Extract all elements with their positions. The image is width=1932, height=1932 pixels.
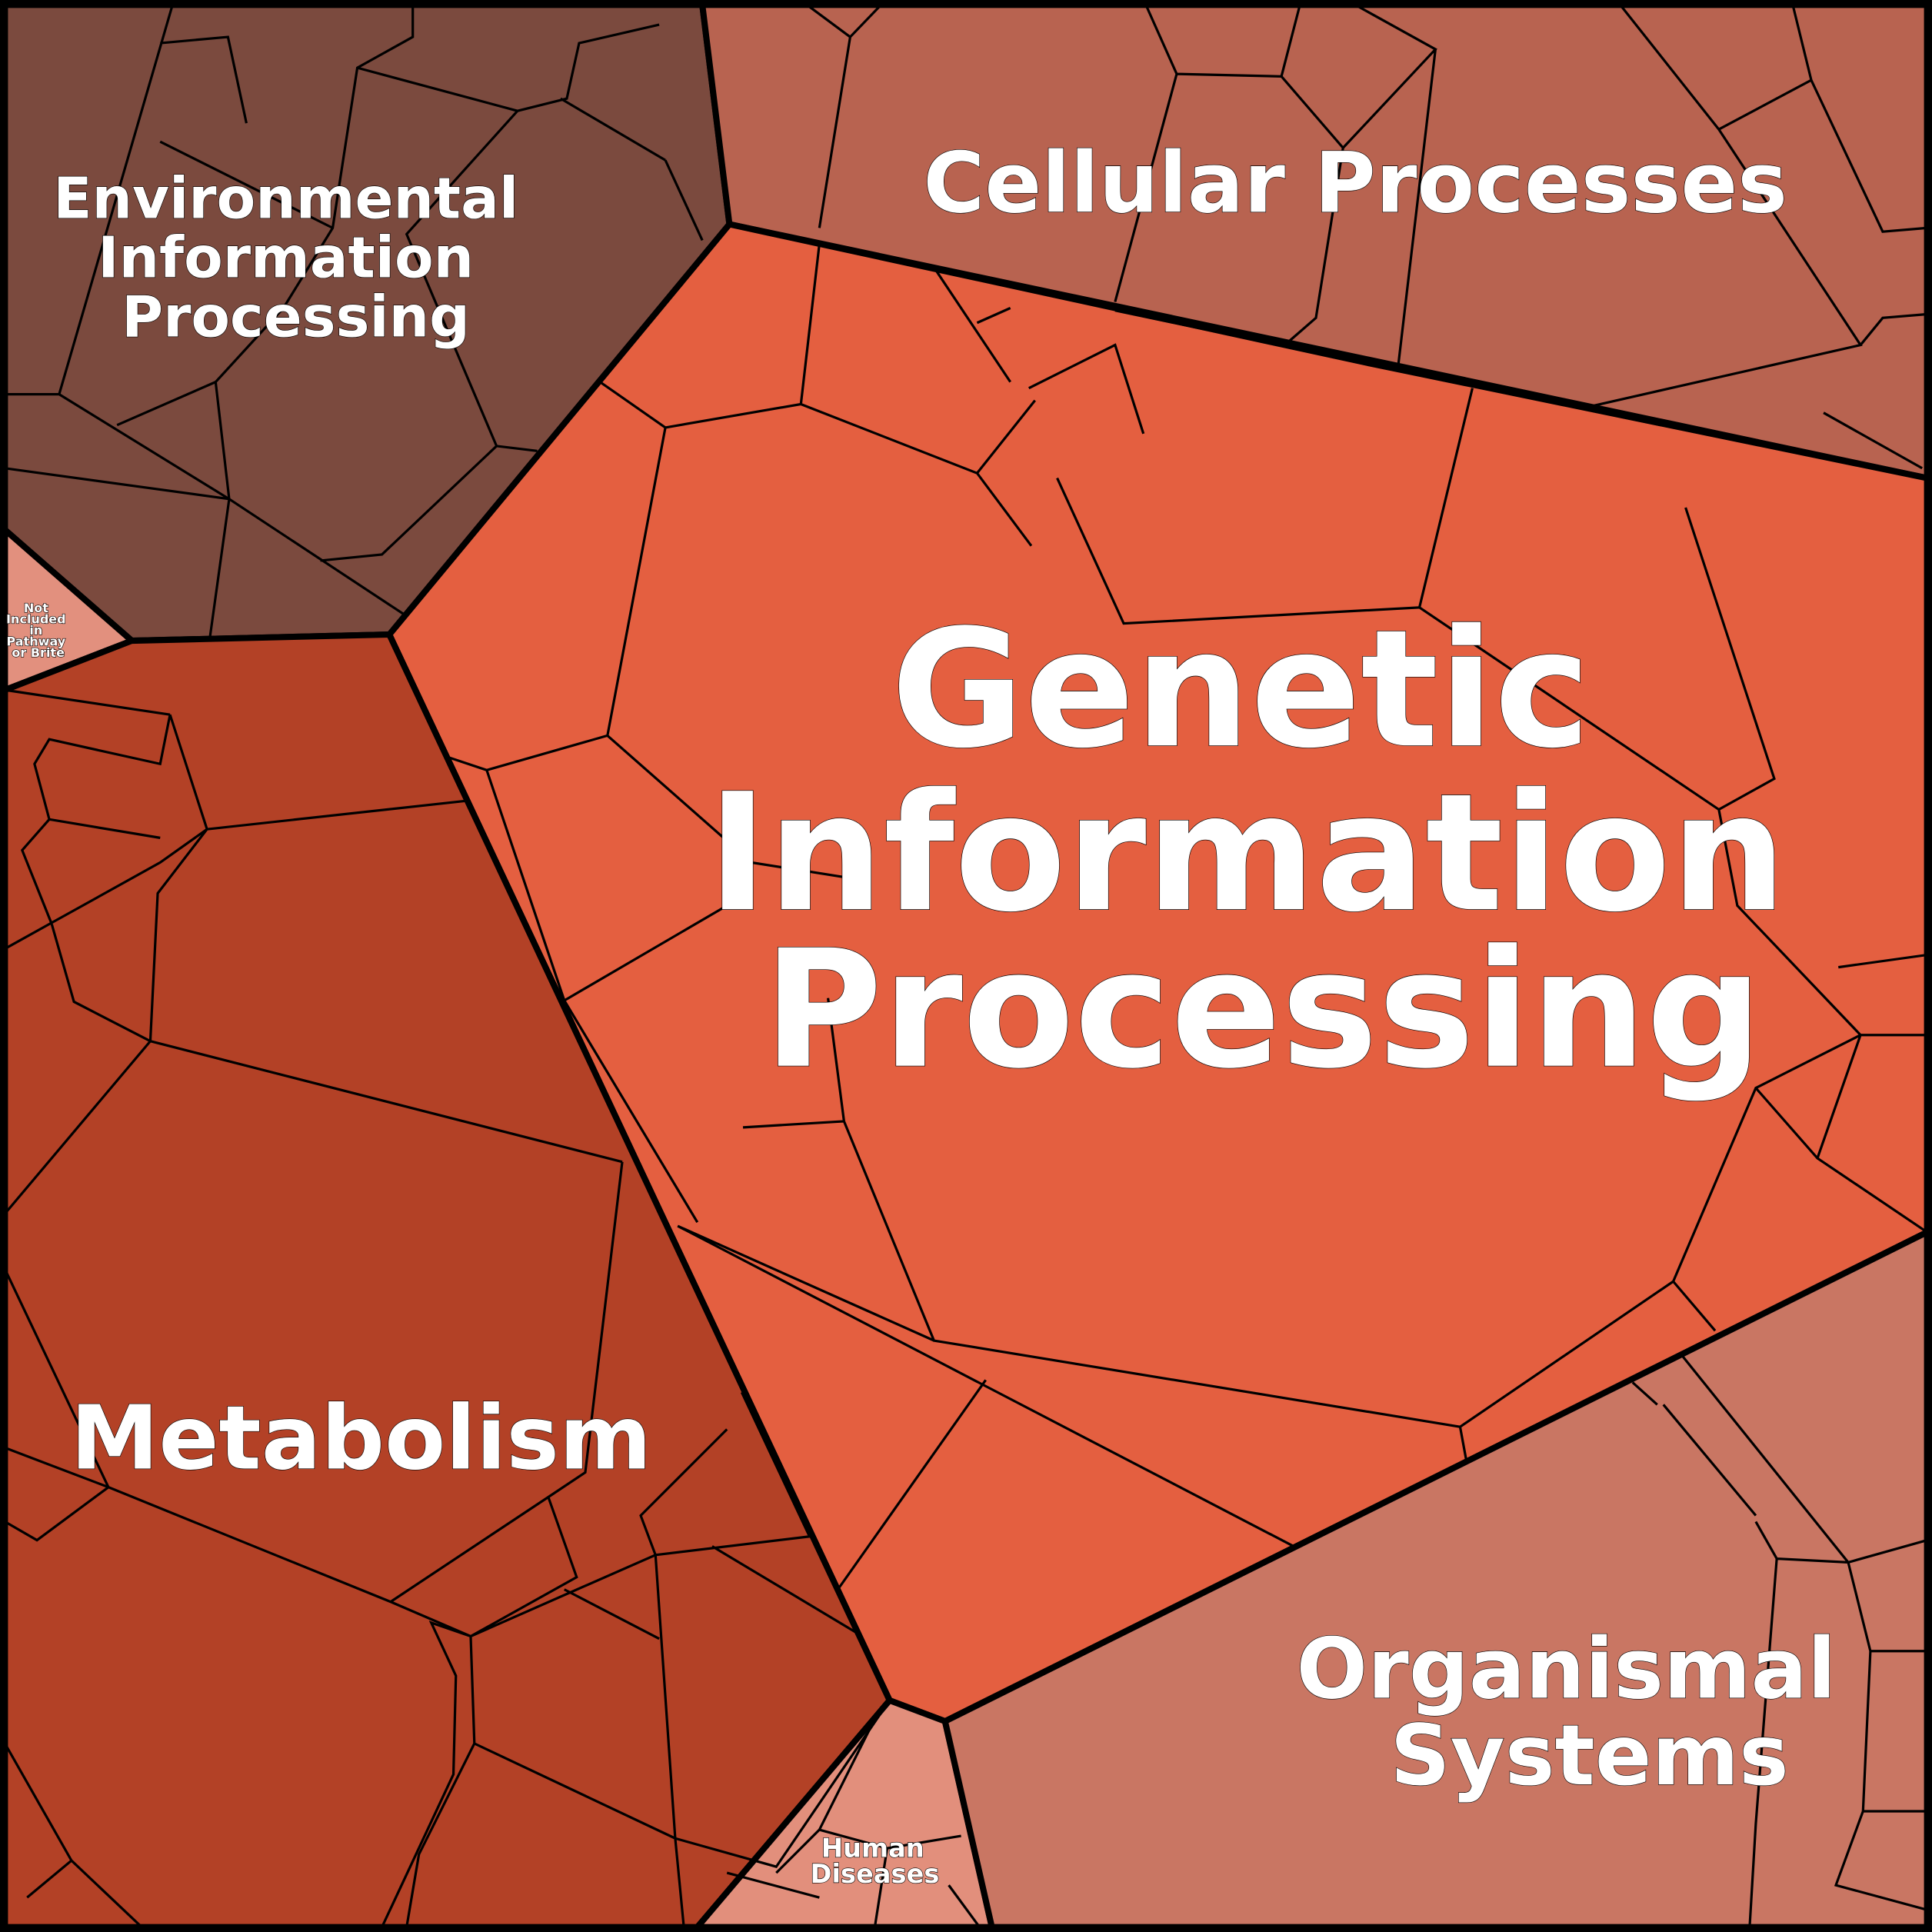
label-organismal: Organismal Systems xyxy=(1297,1621,1866,1804)
category-labels: Environmental Information Processing Cel… xyxy=(5,134,1866,1890)
subdivision-lines xyxy=(3,4,1928,1928)
label-cellular: Cellular Processes xyxy=(923,135,1787,232)
label-genetic: Genetic Information Processing xyxy=(708,595,1844,1104)
label-environmental: Environmental Information Processing xyxy=(53,167,538,351)
label-metabolism: Metabolism xyxy=(71,1387,652,1491)
label-human-diseases: Human Diseases xyxy=(811,1833,940,1889)
label-not-included: Not Included in Pathway or Brite xyxy=(6,601,70,660)
